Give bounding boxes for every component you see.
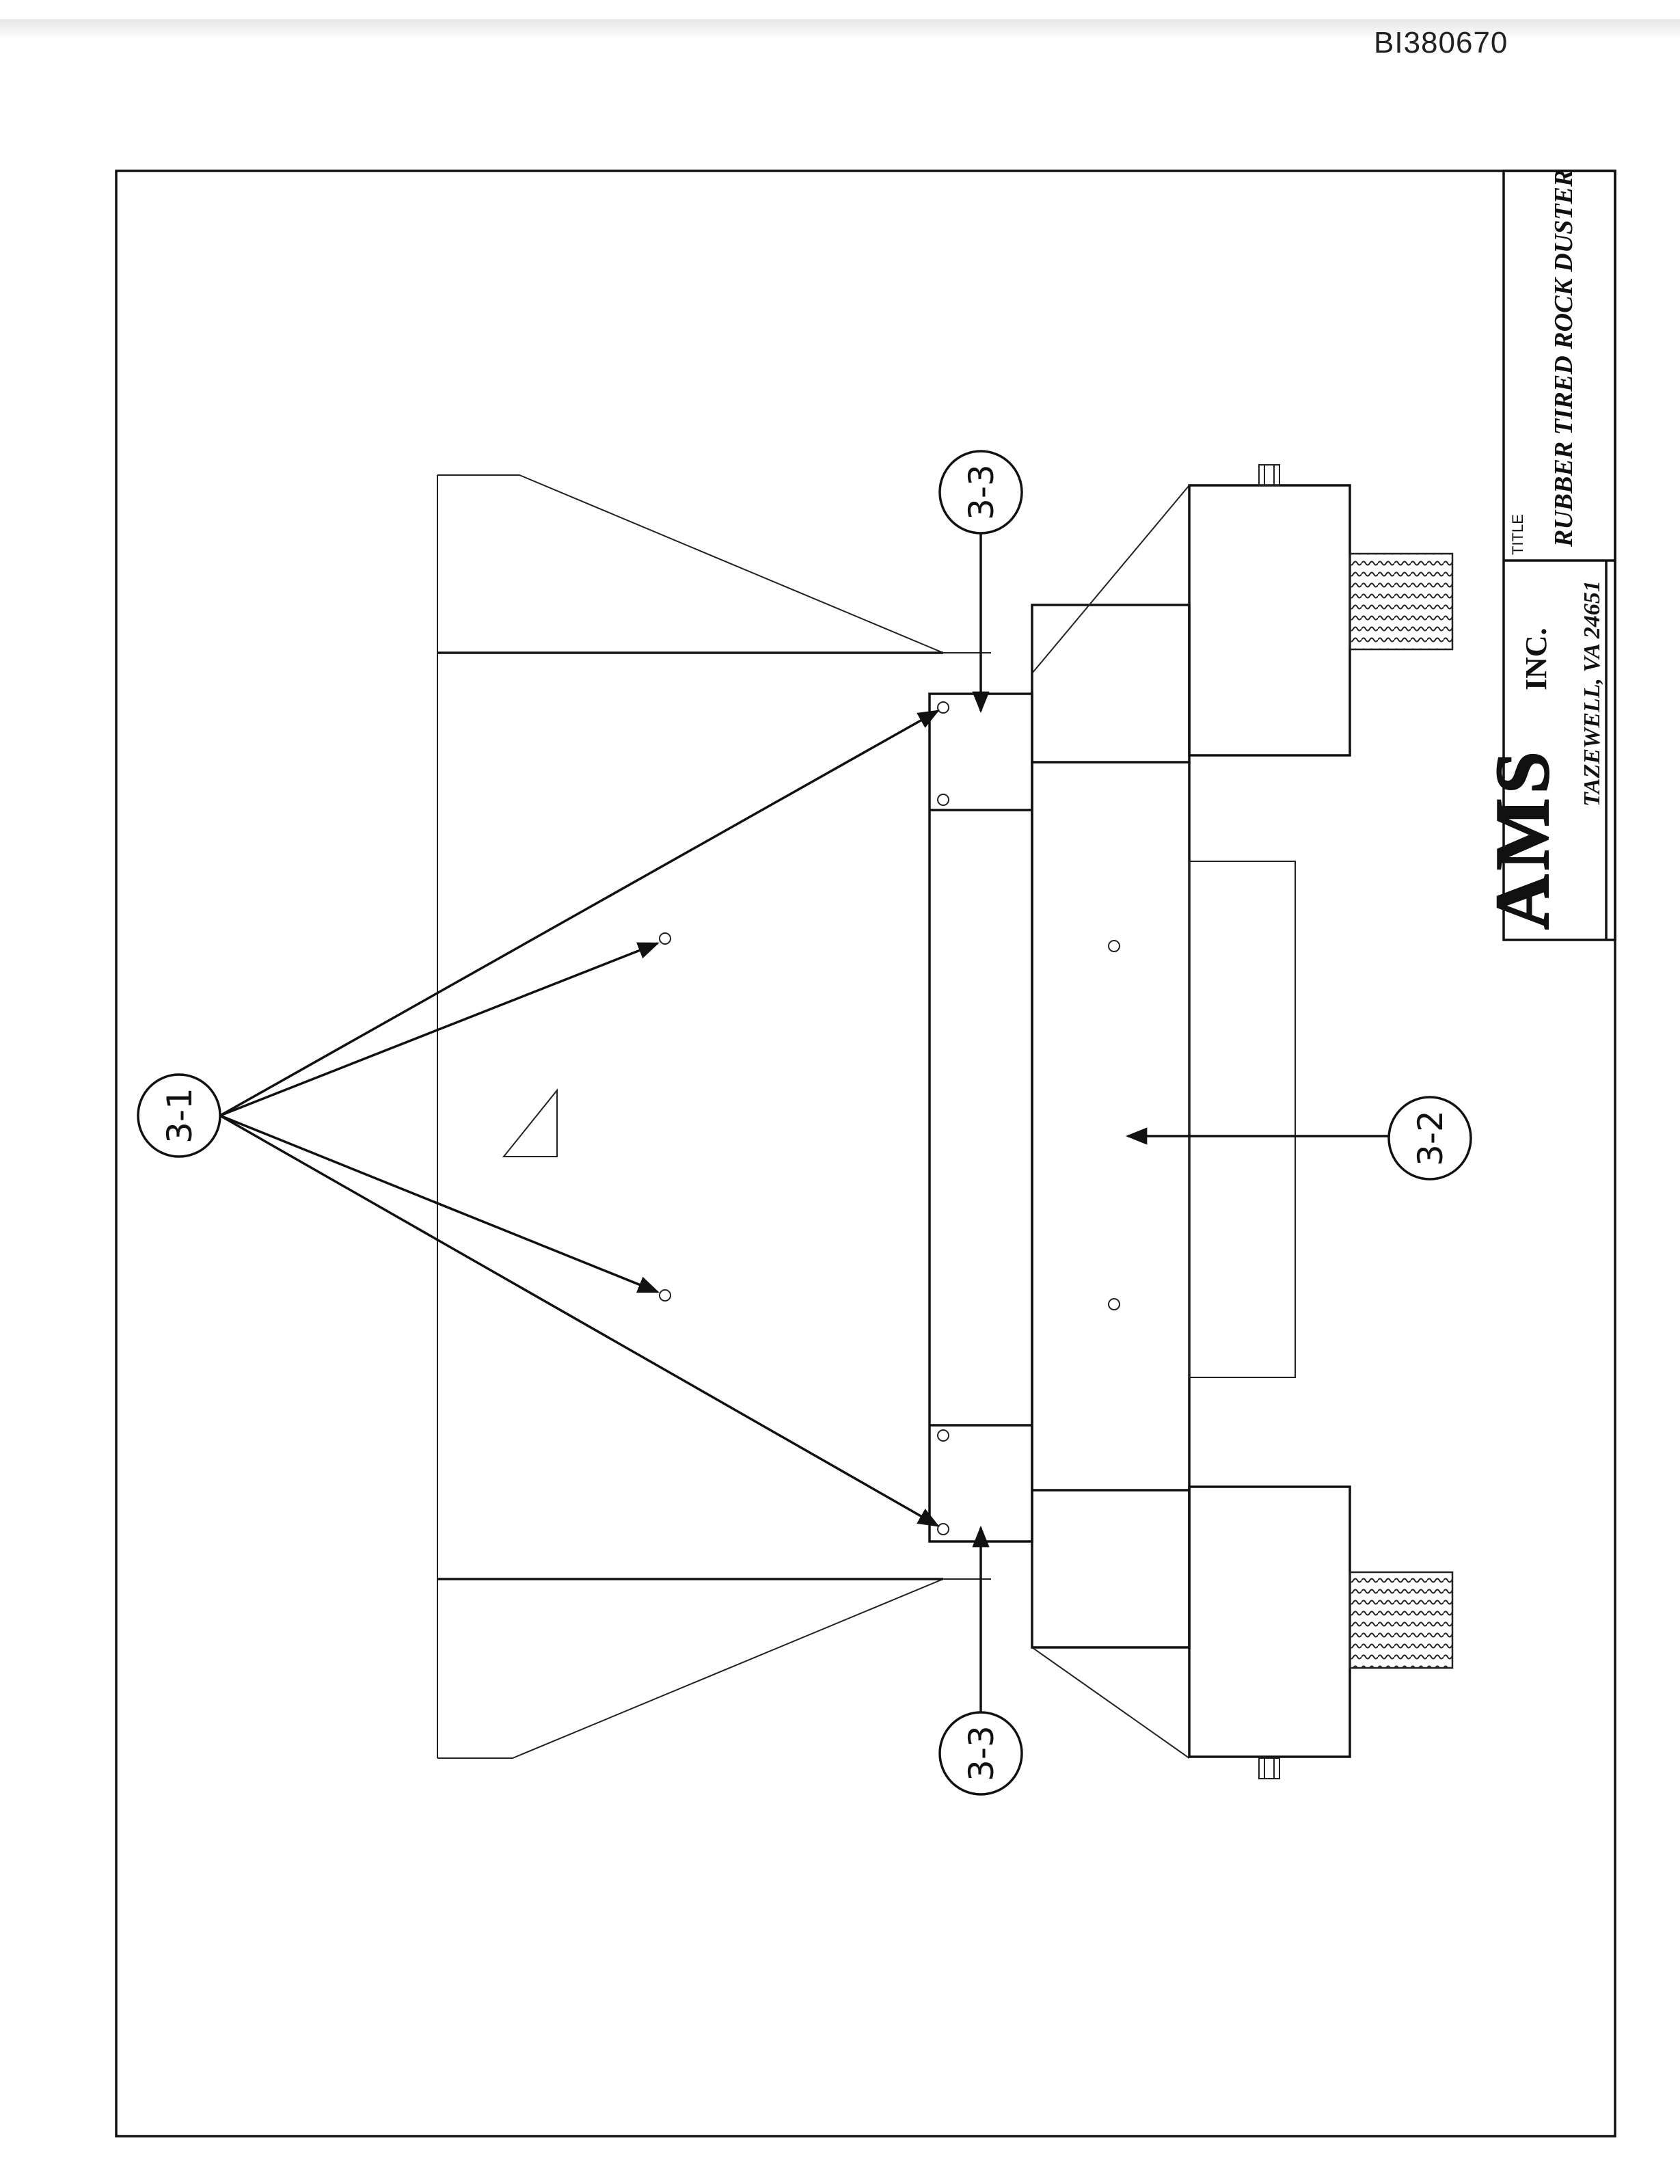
scan-edge-shadow [0,19,1680,40]
company-address: TAZEWELL, VA 24651 [1580,580,1605,807]
company-suffix: INC. [1519,628,1553,690]
document-id: BI380670 [1374,26,1508,59]
callout-3-3-bottom-label: 3-3 [962,1725,1001,1781]
company-logo: AMS [1480,747,1565,930]
title-label: TITLE [1509,514,1526,555]
callout-3-1-label: 3-1 [160,1088,200,1144]
callout-3-2: 3-2 [1125,1096,1472,1181]
warning-triangle-icon [502,1088,558,1157]
callout-3-2-label: 3-2 [1411,1110,1450,1166]
callout-3-3-bottom: 3-3 [938,1525,1023,1796]
drawing-title: RUBBER TIRED ROCK DUSTER [1549,170,1578,548]
hopper-outline [437,474,991,1759]
drawing-border [115,170,1616,2138]
callout-3-1: 3-1 [137,710,940,1527]
axle-housing [1031,485,1296,1759]
title-block: TITLE RUBBER TIRED ROCK DUSTER AMS INC. … [1480,170,1616,941]
frame-plate [659,692,1033,1543]
callout-3-3-top: 3-3 [938,450,1023,714]
wheel-bottom [1188,1485,1454,1779]
wheel-top [1188,464,1454,757]
callout-3-3-top-label: 3-3 [962,464,1001,520]
